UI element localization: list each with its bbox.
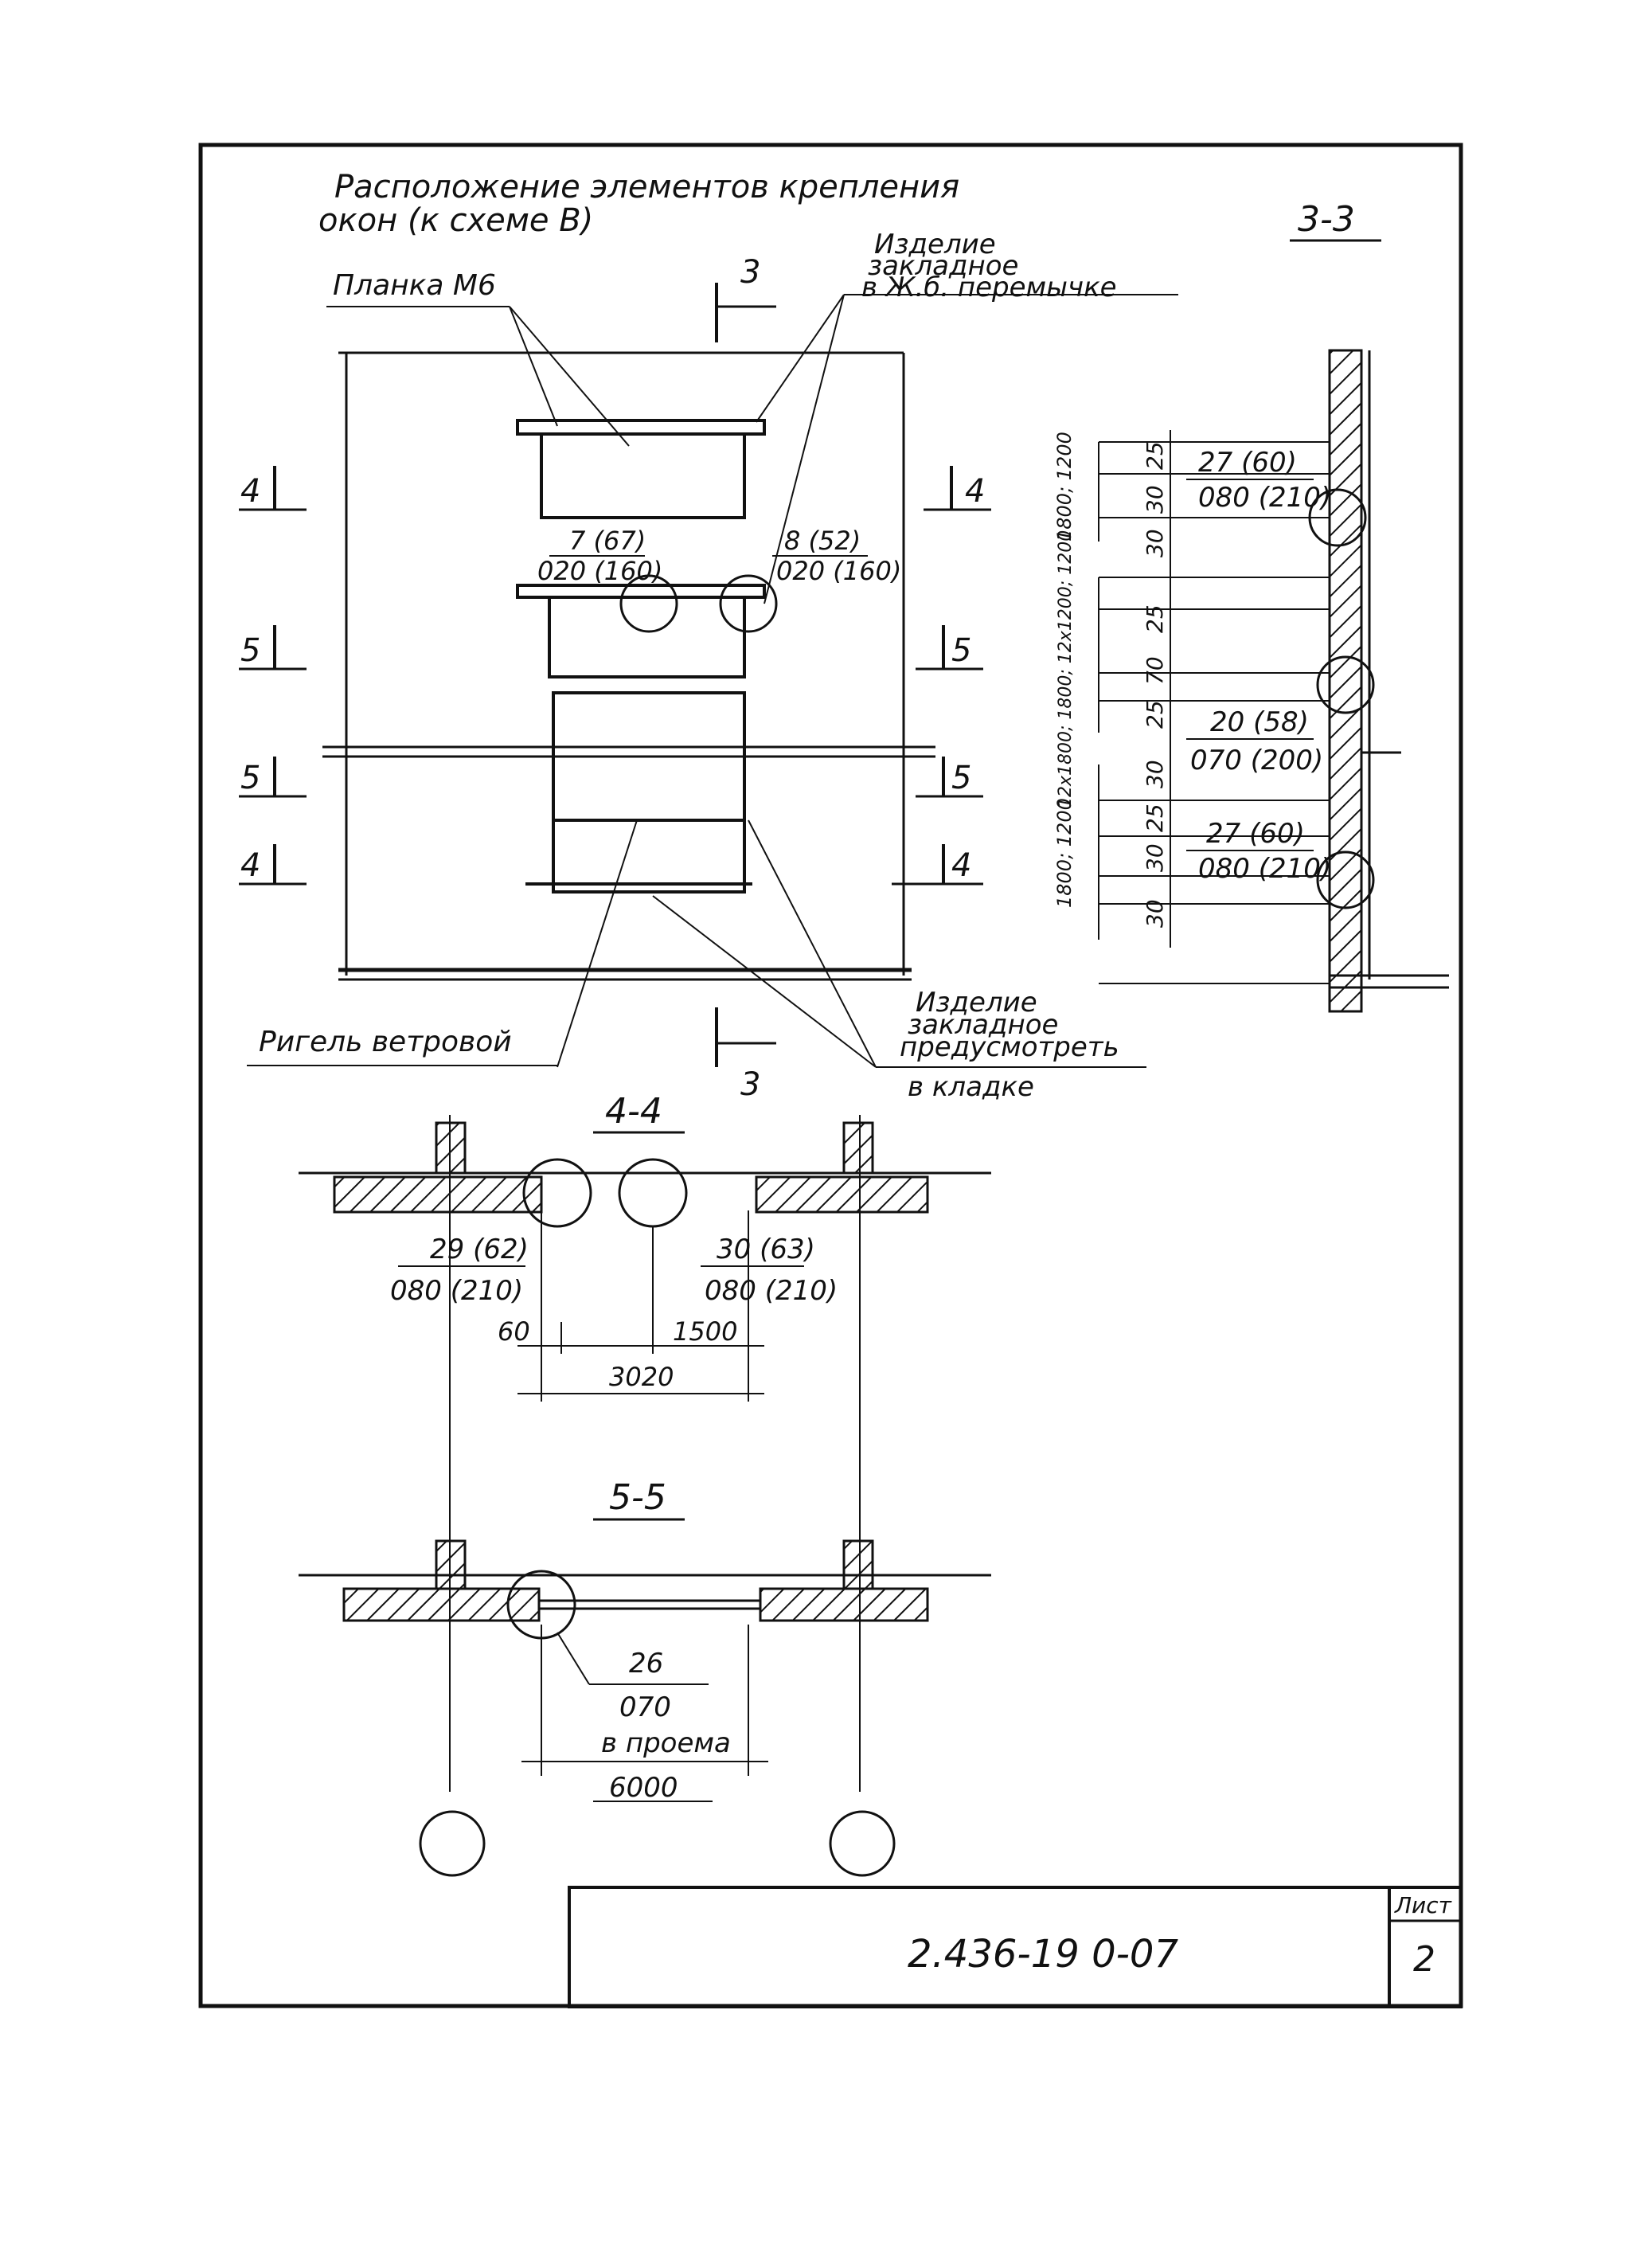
svg-text:5: 5: [240, 760, 260, 796]
section-mark-5-left-upper: 5: [239, 625, 307, 671]
title-line-1: Расположение элементов крепления: [334, 169, 959, 205]
section-3-3-dim-2: 30: [1142, 485, 1168, 514]
stamp-sheet-label: Лист: [1394, 1892, 1452, 1918]
label-izdelie-top-1: Изделие: [874, 229, 996, 260]
svg-text:5: 5: [240, 632, 260, 669]
svg-text:4: 4: [240, 473, 260, 510]
section-mark-3-top: 3: [715, 254, 776, 342]
section-3-3: 3-3 27 (60) 080 (210) 20 (58) 070 (: [1053, 199, 1449, 1013]
section-3-3-dim-6: 25: [1142, 700, 1168, 729]
svg-text:4: 4: [240, 847, 260, 884]
section-5-5-callout-2: 070: [619, 1691, 671, 1723]
section-3-3-side-2: 12х1800; 1800; 12х1200; 1200: [1056, 530, 1076, 808]
section-5-5-callout-1: 26: [629, 1648, 663, 1679]
detail-circle-right: [719, 574, 778, 633]
svg-text:3: 3: [740, 254, 760, 291]
section-4-4: 4-4 29 (62) 080 (210) 30 (63) 080 (210) …: [299, 1091, 991, 1792]
section-mark-5-left-lower: 5: [239, 757, 307, 798]
section-4-4-title: 4-4: [605, 1091, 662, 1132]
section-5-5-dim-6000: 6000: [609, 1772, 678, 1804]
section-3-3-callout-2-bottom: 070 (200): [1190, 745, 1323, 776]
section-4-4-wall-right: [755, 1175, 929, 1214]
section-3-3-dim-5: 70: [1142, 656, 1168, 685]
stamp-sheet-number: 2: [1413, 1939, 1435, 1980]
label-izdelie-top-2: закладное: [868, 250, 1018, 282]
section-mark-5-right-upper: 5: [916, 625, 983, 671]
section-3-3-dim-8: 25: [1142, 804, 1168, 832]
section-4-4-dim-1500: 1500: [673, 1316, 737, 1347]
callout-right-bottom: 020 (160): [776, 556, 901, 586]
section-5-5: 5-5 26 070 в проема 6000: [299, 1477, 991, 1877]
section-3-3-dim-3: 30: [1142, 529, 1168, 557]
label-izdelie-bottom-2: закладное: [908, 1009, 1058, 1041]
callout-right-top: 8 (52): [784, 526, 861, 556]
section-3-3-dim-10: 30: [1142, 899, 1168, 928]
window-frame-lower: [552, 691, 746, 894]
section-3-3-dim-1: 25: [1142, 441, 1168, 470]
svg-text:4: 4: [951, 847, 971, 884]
section-mark-4-right: 4: [924, 466, 991, 511]
title-block: 2.436-19 0-07 Лист 2: [568, 1886, 1463, 2008]
sheet-frame: [198, 143, 1463, 2008]
axis-marker-right: [829, 1810, 896, 1877]
label-izdelie-bottom-3: предусмотреть: [900, 1031, 1119, 1063]
section-3-3-circle-1: [1308, 488, 1367, 547]
axis-marker-left: [419, 1810, 486, 1877]
section-4-4-circle-right: [618, 1158, 688, 1228]
section-3-3-callout-1-bottom: 080 (210): [1198, 482, 1331, 514]
label-planka: Планка М6: [333, 269, 496, 302]
section-3-3-callout-3-bottom: 080 (210): [1198, 853, 1331, 885]
section-5-5-wall-right: [759, 1587, 929, 1622]
section-3-3-side-1: 1800; 1200: [1053, 432, 1076, 542]
section-mark-3-bottom: 3: [715, 1007, 776, 1103]
section-4-4-callout-left-bottom: 080 (210): [390, 1275, 523, 1307]
callout-left-bottom: 020 (160): [537, 556, 662, 586]
section-3-3-dim-4: 25: [1142, 604, 1168, 633]
label-izdelie-bottom-1: Изделие: [916, 987, 1037, 1019]
section-4-4-dim-3020: 3020: [609, 1362, 674, 1392]
section-3-3-circle-2: [1316, 655, 1375, 714]
svg-text:3: 3: [740, 1066, 760, 1103]
section-mark-5-right-lower: 5: [916, 757, 983, 798]
callout-left-top: 7 (67): [569, 526, 646, 556]
section-4-4-callout-left-top: 29 (62): [430, 1234, 529, 1265]
label-izdelie-top-3: в Ж.б. перемычке: [861, 272, 1117, 303]
section-3-3-callout-3-top: 27 (60): [1206, 818, 1305, 850]
label-rigel: Ригель ветровой: [259, 1026, 512, 1058]
section-3-3-side-3: 1800; 1200: [1053, 798, 1076, 908]
plan-view: Планка М6 Изделие закладное в Ж.б. перем…: [239, 229, 1178, 1103]
section-3-3-wall: [1328, 349, 1363, 1013]
section-4-4-wall-left: [333, 1175, 543, 1214]
section-4-4-callout-right-top: 30 (63): [717, 1234, 815, 1265]
section-4-4-dim-60: 60: [498, 1316, 530, 1347]
section-mark-4-left-lower: 4: [239, 844, 307, 886]
section-4-4-circle-left: [522, 1158, 592, 1228]
section-3-3-circle-3: [1316, 850, 1375, 909]
section-4-4-callout-right-bottom: 080 (210): [705, 1275, 838, 1307]
detail-circle-left: [619, 574, 678, 633]
title-line-2: окон (к схеме В): [318, 202, 593, 239]
section-3-3-callout-1-top: 27 (60): [1198, 447, 1297, 479]
section-5-5-callout-3: в проема: [601, 1727, 731, 1759]
svg-text:4: 4: [965, 473, 985, 510]
drawing-title: Расположение элементов крепления окон (к…: [318, 169, 959, 239]
stamp-code: 2.436-19 0-07: [908, 1932, 1178, 1977]
svg-text:5: 5: [951, 760, 971, 796]
section-3-3-callout-2-top: 20 (58): [1210, 706, 1309, 738]
section-3-3-dim-7: 30: [1142, 760, 1168, 788]
label-izdelie-bottom-4: в кладке: [908, 1071, 1034, 1103]
section-5-5-title: 5-5: [609, 1477, 666, 1518]
section-3-3-dim-9: 30: [1142, 843, 1168, 872]
section-3-3-title: 3-3: [1298, 199, 1355, 240]
window-frame-upper: [540, 432, 746, 519]
window-frame-middle: [548, 596, 746, 678]
svg-text:5: 5: [951, 632, 971, 669]
section-mark-4-left: 4: [239, 466, 307, 511]
section-mark-4-right-lower: 4: [892, 844, 983, 886]
